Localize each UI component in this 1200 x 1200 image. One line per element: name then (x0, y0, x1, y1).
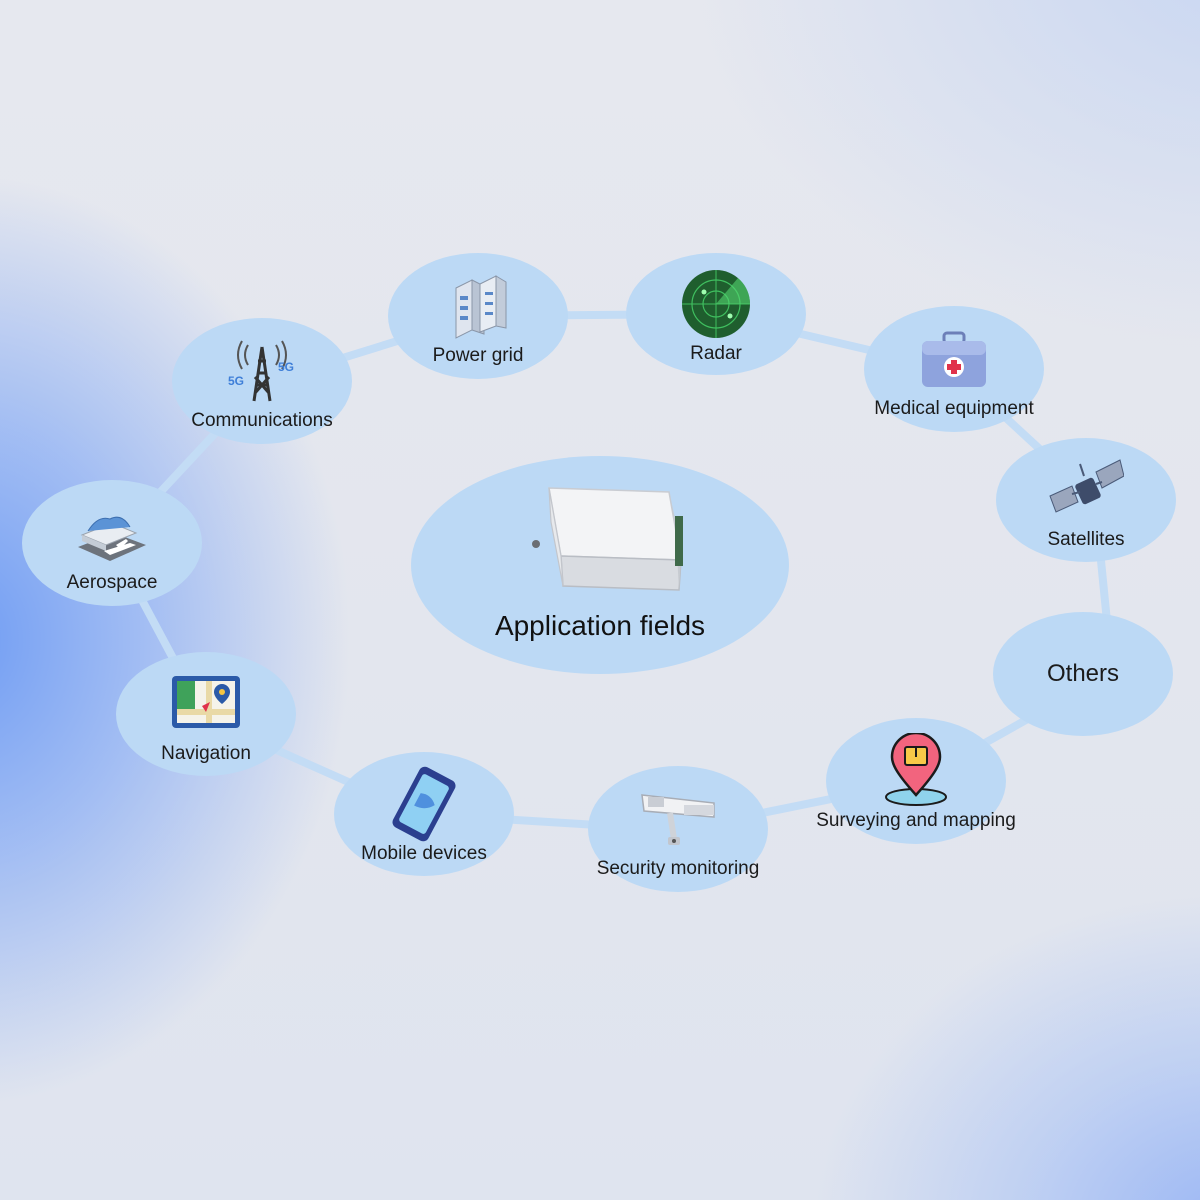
node-security-monitoring: Security monitoring (588, 766, 768, 892)
badge-5g-right: 5G (278, 360, 294, 374)
label-navigation: Navigation (161, 742, 251, 764)
server-rack-icon (455, 274, 507, 339)
node-navigation: Navigation (116, 652, 296, 776)
label-satellites: Satellites (1047, 528, 1125, 550)
node-satellites: Satellites (996, 438, 1176, 562)
smartphone-icon (392, 766, 456, 841)
label-security-monitoring: Security monitoring (596, 857, 760, 879)
label-aerospace: Aerospace (66, 571, 158, 593)
radar-icon (682, 269, 751, 338)
node-aerospace: Aerospace (22, 480, 202, 606)
node-mobile-devices: Mobile devices (334, 752, 514, 876)
node-radar: Radar (626, 253, 806, 375)
node-others: Others (993, 612, 1173, 736)
node-medical-equipment: Medical equipment (864, 306, 1044, 432)
application-fields-hub: Application fields (411, 456, 789, 674)
node-communications: 5G 5G Communications (172, 318, 352, 444)
label-surveying-mapping: Surveying and mapping (816, 809, 1016, 831)
node-power-grid: Power grid (388, 253, 568, 379)
map-pin-icon (885, 732, 947, 806)
node-surveying-mapping: Surveying and mapping (816, 718, 1016, 844)
label-communications: Communications (191, 409, 333, 431)
map-navigation-icon (172, 675, 240, 728)
label-radar: Radar (690, 342, 742, 364)
airport-plane-icon (78, 516, 146, 561)
label-power-grid: Power grid (432, 344, 524, 366)
badge-5g-left: 5G (228, 374, 244, 388)
medical-kit-icon (922, 331, 986, 387)
label-mobile-devices: Mobile devices (361, 842, 487, 864)
label-medical-equipment: Medical equipment (874, 397, 1034, 419)
module-box-icon (532, 487, 683, 591)
label-others: Others (1046, 660, 1120, 687)
center-title: Application fields (494, 610, 706, 641)
cell-tower-icon: 5G 5G (228, 340, 294, 401)
security-camera-icon (641, 793, 715, 845)
satellite-icon (1049, 458, 1124, 513)
